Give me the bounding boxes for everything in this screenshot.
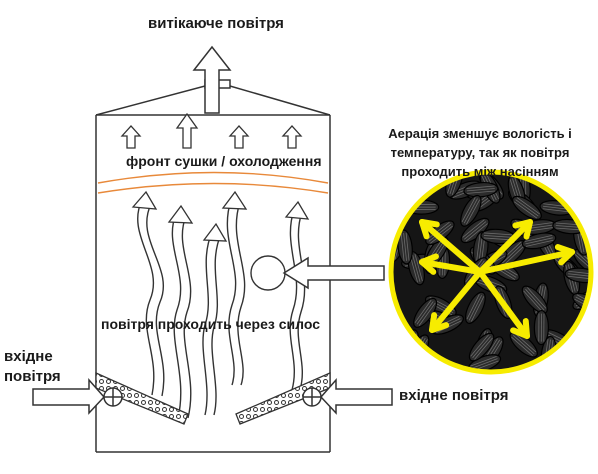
drying-front-lines <box>97 171 329 194</box>
sample-spot <box>250 255 286 291</box>
exhaust-arrow <box>281 125 303 149</box>
outgoing-air-arrow <box>192 45 232 114</box>
air-flow-arrowhead <box>284 200 310 220</box>
air-flow <box>235 201 246 386</box>
seed-arrow <box>419 219 483 275</box>
seed <box>533 309 549 346</box>
radiating-arrows-icon <box>419 219 575 339</box>
seed <box>512 195 542 220</box>
air-flow-arrowhead <box>202 222 228 242</box>
incoming-air-left-label: вхідне повітря <box>4 347 61 387</box>
seed-arrowhead <box>510 318 530 339</box>
drying-front-label: фронт сушки / охолодження <box>126 153 322 169</box>
seed-arrowhead <box>419 219 440 240</box>
air-flow <box>289 209 298 391</box>
incoming-air-left-line2: повітря <box>4 368 61 385</box>
seed-arrow <box>429 269 483 333</box>
rising-air-flows <box>137 199 306 419</box>
seed-arrowhead <box>429 312 450 333</box>
exhaust-arrow <box>120 125 142 149</box>
fan-plus-icon <box>103 387 123 407</box>
exhaust-arrows <box>120 112 303 149</box>
seed-arrow <box>477 249 575 275</box>
air-flow-arrowhead <box>221 190 248 210</box>
seed <box>567 345 591 366</box>
incoming-air-left-line1: вхідне <box>4 348 53 365</box>
seed <box>468 332 495 362</box>
seed <box>463 181 499 198</box>
air-flow <box>211 233 222 416</box>
seed <box>425 220 455 246</box>
perforated-duct-left <box>95 371 189 425</box>
seed-arrowhead <box>419 253 439 275</box>
seed <box>413 297 438 328</box>
seed <box>509 331 538 358</box>
seed <box>521 232 557 250</box>
zoom-pointer-arrow <box>282 256 385 290</box>
seed <box>391 350 423 366</box>
aeration-floor <box>95 371 331 425</box>
aeration-note: Аерація зменшує вологість і температуру,… <box>388 126 572 179</box>
air-flow <box>146 203 165 397</box>
seed-arrow <box>419 259 483 275</box>
seed-zoom-view <box>388 169 594 375</box>
air-flow <box>226 199 237 386</box>
air-flow <box>171 213 182 419</box>
outgoing-air-label: витікаюче повітря <box>148 15 284 32</box>
fan-plus-icon <box>302 387 322 407</box>
incoming-air-arrow-left <box>32 378 106 415</box>
air-flow-arrowhead <box>167 204 194 224</box>
seed-arrowhead <box>512 219 533 240</box>
seed <box>480 228 516 245</box>
incoming-air-right-label: вхідне повітря <box>399 387 509 404</box>
air-flow <box>202 231 213 416</box>
exhaust-arrow <box>228 125 250 149</box>
perforated-duct-right <box>235 372 331 425</box>
air-flow <box>297 211 306 391</box>
incoming-air-arrow-right <box>319 378 393 415</box>
seed-arrowhead <box>554 244 575 266</box>
air-flow <box>137 199 155 396</box>
air-flow <box>181 215 192 419</box>
air-flow-arrowhead <box>131 190 158 210</box>
seed <box>464 291 486 324</box>
seed <box>397 229 413 265</box>
air-through-silo-label: повітря проходить через силос <box>101 316 321 332</box>
exhaust-arrow <box>175 112 199 149</box>
air-flow-arrowheads <box>131 190 310 242</box>
seed <box>521 285 548 314</box>
seed-arrow <box>477 269 530 339</box>
seed <box>460 194 482 227</box>
seed-arrow <box>477 219 533 275</box>
